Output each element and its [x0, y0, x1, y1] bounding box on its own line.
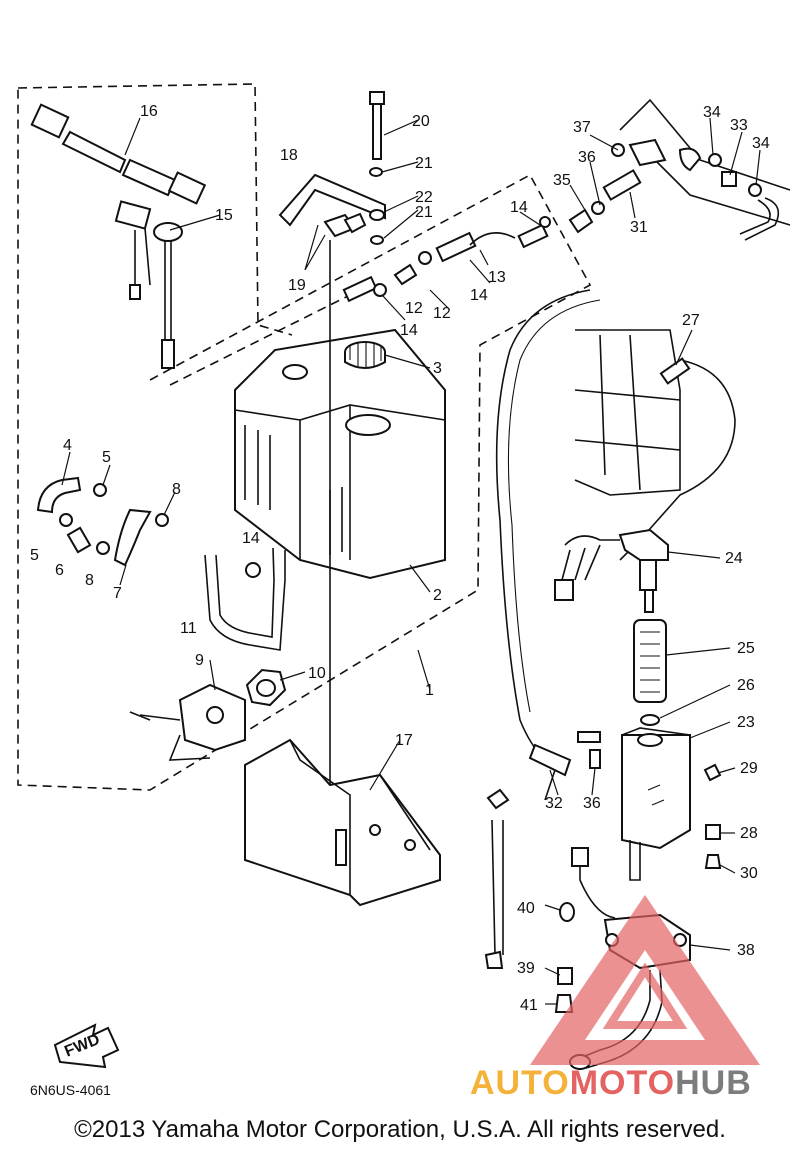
callout-19: 19 [288, 277, 306, 294]
hose-set-left [36, 476, 169, 567]
callout-11: 11 [180, 620, 197, 637]
callout-6: 6 [55, 562, 64, 579]
callout-14b: 14 [470, 287, 488, 304]
callout-18: 18 [280, 147, 298, 164]
callout-36b: 36 [583, 795, 601, 812]
callout-21a: 21 [415, 155, 433, 172]
callout-37: 37 [573, 119, 591, 136]
tank-band [278, 173, 386, 795]
callout-30: 30 [740, 865, 758, 882]
tank-bracket [244, 738, 441, 907]
watermark-inner-triangle-icon [602, 962, 688, 1029]
assembly-boundary-tank [17, 83, 592, 791]
callout-12a: 12 [433, 305, 451, 322]
callout-8a: 8 [172, 481, 181, 498]
callout-15: 15 [215, 207, 233, 224]
assembly-boundary-small [169, 289, 361, 386]
callout-5b: 5 [30, 547, 39, 564]
callout-14c: 14 [400, 322, 418, 339]
callout-3: 3 [433, 360, 442, 377]
sub-tank-fittings [528, 731, 722, 869]
level-sender [554, 528, 669, 613]
lower-fittings [484, 788, 575, 1013]
callout-23: 23 [737, 714, 755, 731]
callout-31: 31 [630, 219, 648, 236]
callout-16: 16 [140, 103, 158, 120]
callout-leaders [61, 117, 761, 1005]
watermark-text: AUTOMOTOHUB [470, 1064, 752, 1103]
hose-set-upper [342, 216, 551, 303]
callout-20: 20 [412, 113, 430, 130]
oil-pump [129, 683, 246, 761]
engine-outline [574, 329, 736, 561]
callout-38: 38 [737, 942, 755, 959]
callout-13: 13 [488, 269, 506, 286]
callout-29: 29 [740, 760, 758, 777]
callout-4: 4 [63, 437, 72, 454]
callout-40: 40 [517, 900, 535, 917]
callout-10: 10 [308, 665, 326, 682]
callout-7: 7 [113, 585, 122, 602]
watermark-text-auto: AUTO [470, 1064, 570, 1102]
bolt [369, 91, 385, 245]
callout-39: 39 [517, 960, 535, 977]
callout-35: 35 [553, 172, 571, 189]
tank-cap [344, 341, 386, 369]
callout-26: 26 [737, 677, 755, 694]
callout-5a: 5 [102, 449, 111, 466]
oil-filter-element [633, 619, 667, 726]
callout-2: 2 [433, 587, 442, 604]
watermark-logo [530, 895, 760, 1065]
long-hose [495, 289, 591, 761]
callout-41: 41 [520, 997, 538, 1014]
callout-14a: 14 [510, 199, 528, 216]
callout-34a: 34 [703, 104, 721, 121]
filter-nut [245, 668, 287, 707]
callout-27: 27 [682, 312, 700, 329]
long-hose-inner [507, 299, 601, 713]
callout-24: 24 [725, 550, 743, 567]
callout-22: 22 [415, 189, 433, 206]
callout-17: 17 [395, 732, 413, 749]
callout-12b: 12 [405, 300, 423, 317]
callout-labels: 1 2 3 4 5 5 6 7 8 8 9 10 11 12 12 13 14 … [30, 103, 770, 1014]
hose-11 [204, 547, 286, 651]
callout-32: 32 [545, 795, 563, 812]
callout-36a: 36 [578, 149, 596, 166]
drawing-code: 6N6US-4061 [30, 1082, 111, 1098]
callout-28: 28 [740, 825, 758, 842]
watermark-text-moto: MOTO [569, 1064, 676, 1102]
watermark-triangle-icon [530, 895, 760, 1065]
copyright-notice: ©2013 Yamaha Motor Corporation, U.S.A. A… [74, 1116, 726, 1143]
callout-8b: 8 [85, 572, 94, 589]
watermark-text-hub: HUB [675, 1064, 752, 1102]
sub-tank [621, 727, 691, 881]
callout-14d: 14 [242, 530, 260, 547]
callout-21b: 21 [415, 204, 433, 221]
forward-arrow: FWD [53, 1023, 120, 1069]
callout-9: 9 [195, 652, 204, 669]
oil-tank [234, 328, 446, 580]
callout-25: 25 [737, 640, 755, 657]
level-gauge [114, 200, 183, 369]
wire-harness [30, 103, 207, 205]
fittings-top-right [568, 98, 791, 241]
callout-34b: 34 [752, 135, 770, 152]
callout-33: 33 [730, 117, 748, 134]
callout-1: 1 [425, 682, 434, 699]
